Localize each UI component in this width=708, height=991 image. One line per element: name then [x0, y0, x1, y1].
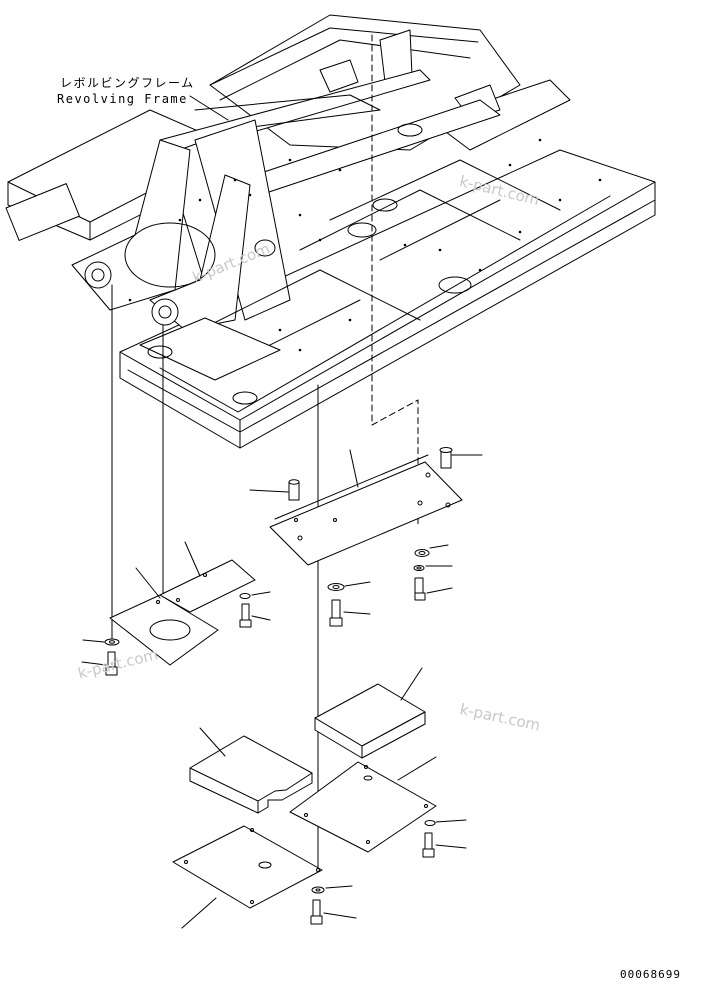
- frame-label-japanese: レボルビングフレーム: [60, 76, 195, 90]
- dashed-centerline: [372, 35, 418, 525]
- right-washer-stack: [414, 545, 452, 600]
- lower-left-washer-bolt: [311, 886, 356, 924]
- left-cover-plate: [110, 542, 255, 665]
- left-washer-bolt: [240, 592, 270, 627]
- upper-left-bolt: [250, 480, 299, 500]
- far-left-washer-bolt: [82, 639, 119, 675]
- lower-left-cover-plate: [173, 826, 322, 928]
- middle-washer-stack: [328, 582, 370, 626]
- upper-right-cover-plate: [270, 450, 462, 565]
- lower-right-pad: [315, 668, 425, 758]
- lower-left-pad: [190, 728, 312, 813]
- revolving-frame: [6, 15, 655, 448]
- lower-right-cover-plate: [290, 757, 436, 852]
- upper-right-bolt: [440, 448, 482, 469]
- reference-lines: [112, 285, 368, 870]
- frame-label-english: Revolving Frame: [57, 92, 188, 106]
- drawing-number: 00068699: [620, 968, 681, 981]
- lower-right-washer-bolt: [423, 820, 466, 857]
